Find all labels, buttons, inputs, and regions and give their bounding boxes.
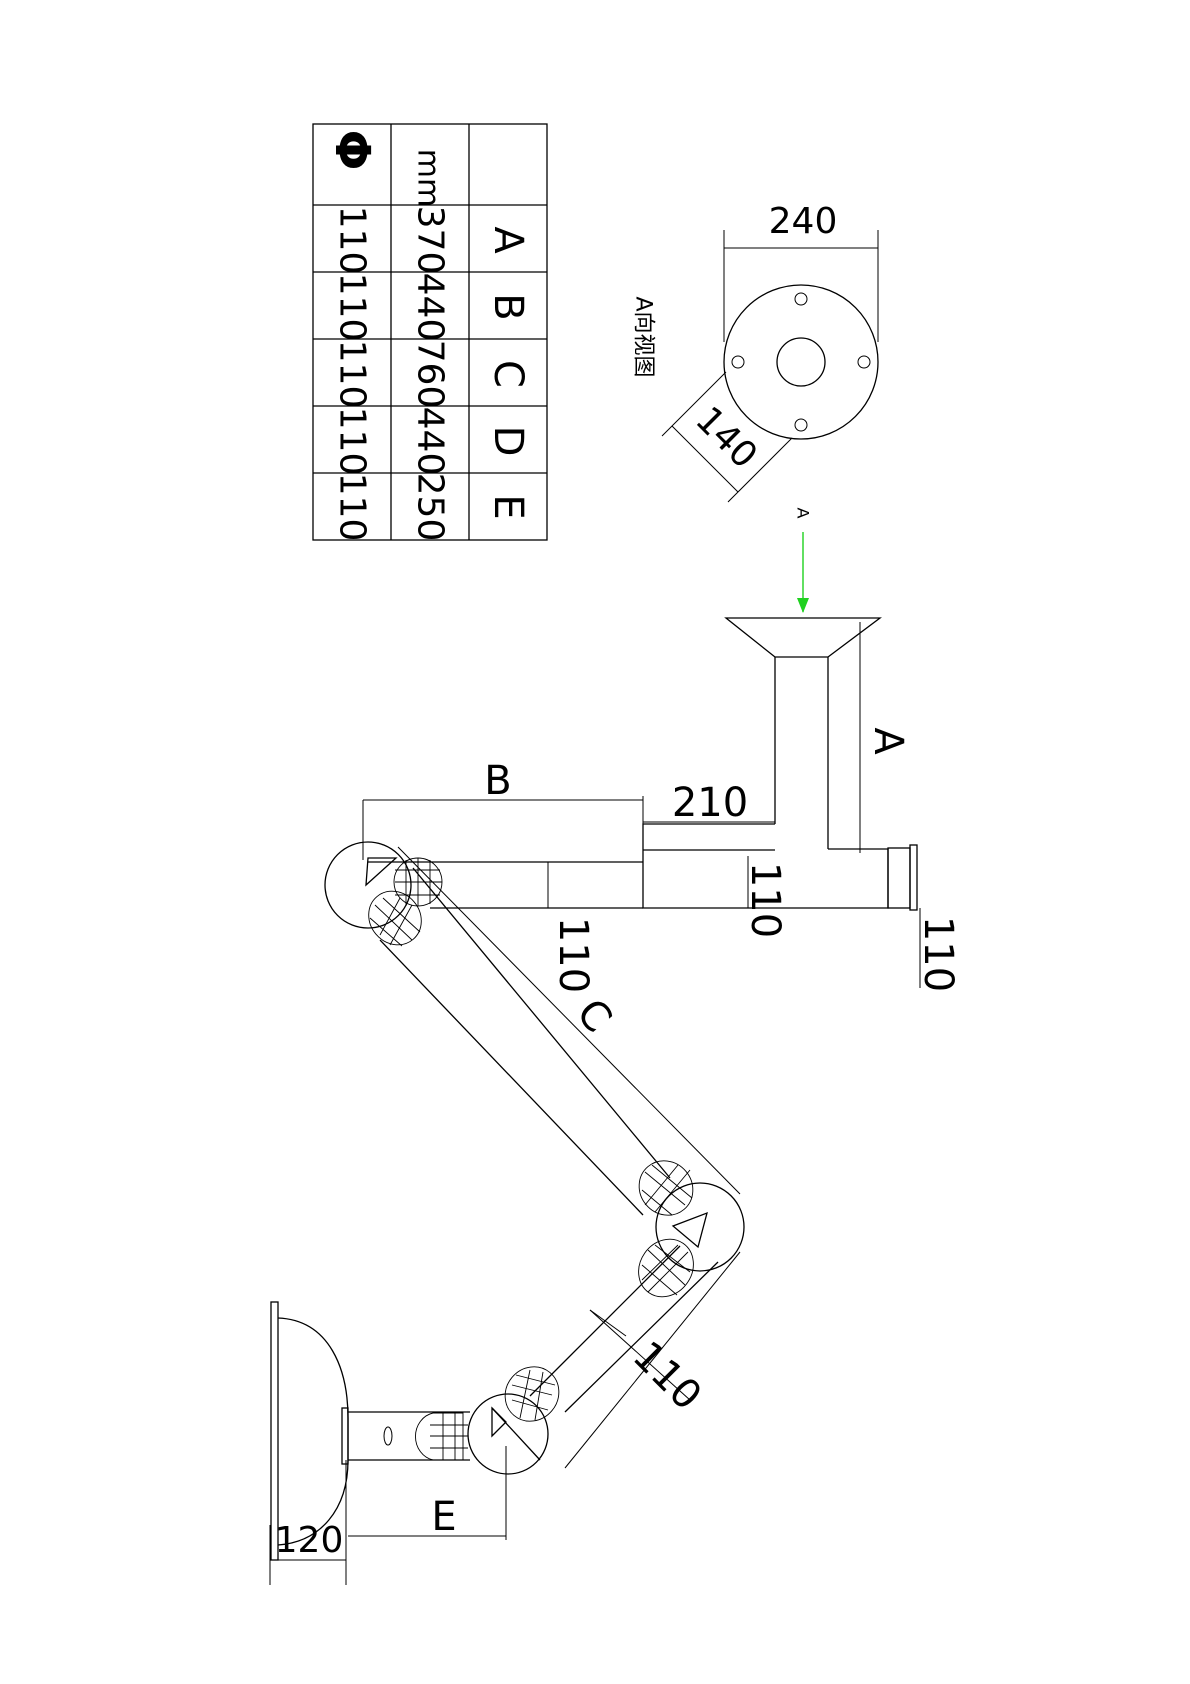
table-mm-value: 440 [410,273,451,342]
middle-joint [638,1160,745,1298]
joint-ball [467,1393,549,1475]
table-col-label: C [485,360,531,388]
dim-e: E [348,1446,507,1540]
joint-collar [504,1366,560,1422]
arm-joint [589,1309,627,1337]
upper-arm: B [362,758,644,909]
table-unit-header: mm [411,149,446,207]
table-col-label: D [485,426,531,457]
lower-arm-d: 110 [529,1245,741,1469]
view-arrow-label: A [794,508,813,519]
table-col-label: B [485,293,531,320]
upper-joint [324,841,443,947]
dim-e-label: E [431,1494,456,1540]
table-mm-value: 370 [410,206,451,275]
joint-hatch [641,1244,691,1296]
table-border [312,123,548,541]
dim-110-pipe-label: 110 [742,862,788,938]
dim-a: A [859,622,911,853]
table-col-label: A [485,226,531,254]
dim-line-c [397,846,741,1195]
table-phi-value: 110 [332,340,373,409]
view-a: 240 140 A向视图 [631,201,879,503]
dim-210: 210 [642,780,775,856]
hood-dome [277,1317,349,1546]
table-phi-header: Φ [324,130,380,171]
hood-collar [341,1407,349,1465]
ceiling-mount [642,617,918,911]
joint-collar [638,1238,694,1298]
dim-110-d-label: 110 [624,1333,711,1420]
dim-c-label: C [567,991,620,1042]
joint-notch [491,1406,507,1438]
diagonal-arm-c: C 110 [379,846,741,1216]
table-phi-value: 110 [332,273,373,342]
view-arrow-head [797,598,809,613]
mount-elbow [642,823,889,909]
table-col-label: E [485,494,531,519]
joint-ball [655,1182,745,1272]
dim-240-label: 240 [769,201,838,242]
dim-120: 120 [269,1460,347,1585]
lower-joint [415,1366,560,1475]
flange-bolt-hole [794,292,808,306]
table-phi-value: 110 [332,206,373,275]
arm-edge [412,867,671,1179]
dim-extension [661,371,727,437]
table-phi-value: 110 [332,407,373,476]
dim-extension [589,1309,691,1401]
wall-plate [887,847,911,909]
table-mm-value: 440 [410,407,451,476]
dimension-table: Φ mm A B C D E 370 440 760 440 250 110 1… [312,123,548,542]
dim-a-label: A [865,727,911,755]
flange-bolt-hole [857,355,871,369]
table-mm-value: 760 [410,340,451,409]
joint-collar [368,890,422,946]
dim-b-label: B [484,758,511,804]
dim-140-label: 140 [687,399,765,477]
dim-line-d [564,1251,741,1469]
dim-120-label: 120 [275,1520,344,1561]
dim-110-c-label: 110 [550,917,596,993]
dim-line-140 [671,425,739,493]
joint-collar [415,1412,464,1461]
flange-bolt-hole [794,418,808,432]
dim-extension [727,437,793,503]
wall-plate-face [909,844,918,911]
ceiling-flange-cone [724,617,882,658]
hood-pipe-hole [383,1426,393,1446]
joint-hatch [511,1369,556,1421]
flange-bolt-hole [731,355,745,369]
joint-hatch [430,1413,468,1460]
dim-110-mount: 110 110 [742,856,961,992]
view-a-caption: A向视图 [631,296,656,377]
dim-110-mount-label: 110 [915,916,961,992]
joint-line [491,1407,541,1461]
joint-hatch [641,1164,693,1216]
joint-ball [324,841,412,929]
flange-outer-circle [723,284,879,440]
view-direction-arrow: A [794,508,813,613]
flange-center-hole [776,337,826,387]
arm-edge [379,939,644,1216]
joint-notch [365,857,398,887]
table-phi-value: 110 [332,473,373,542]
arm-edge [564,1261,719,1413]
dim-210-label: 210 [672,780,748,826]
joint-hatch [369,897,421,947]
joint-notch [671,1211,708,1249]
joint-hatch [395,858,442,906]
table-mm-value: 250 [410,473,451,542]
joint-collar [638,1160,694,1216]
